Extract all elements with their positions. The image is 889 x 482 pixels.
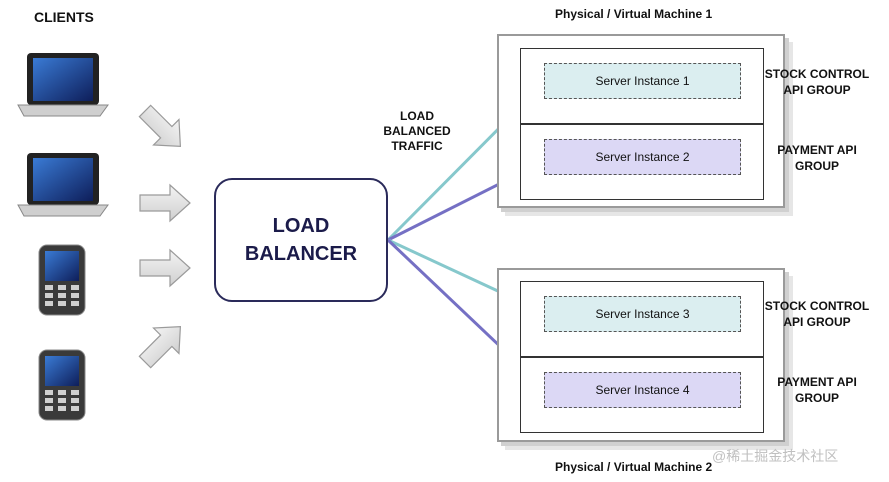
machine-2-title: Physical / Virtual Machine 2 <box>555 460 713 474</box>
gray-arrow-icon <box>139 183 191 223</box>
mobile-phone-icon <box>38 244 86 316</box>
group-label-stock-control-1: STOCK CONTROL API GROUP <box>764 67 870 97</box>
watermark-text: @稀土掘金技术社区 <box>712 448 839 464</box>
group-label-payment-2: PAYMENT API GROUP <box>777 375 857 405</box>
group-label-stock-control-2: STOCK CONTROL API GROUP <box>764 299 870 329</box>
machine-1-title: Physical / Virtual Machine 1 <box>555 7 713 21</box>
laptop-icon <box>17 53 109 117</box>
mobile-phone-icon <box>38 349 86 421</box>
gray-arrow-icon <box>139 248 191 288</box>
gray-arrow-icon <box>138 104 182 148</box>
load-balancer-label: LOAD BALANCER <box>244 215 358 265</box>
laptop-icon <box>17 153 109 217</box>
server-instance-3: Server Instance 3 <box>544 296 741 332</box>
server-instance-4: Server Instance 4 <box>544 372 741 408</box>
server-instance-1: Server Instance 1 <box>544 63 741 99</box>
gray-arrow-icon <box>138 325 182 369</box>
load-balanced-traffic-label: LOAD BALANCED TRAFFIC <box>383 109 451 153</box>
server-instance-2: Server Instance 2 <box>544 139 741 175</box>
load-balancer-box: LOAD BALANCER <box>214 178 388 302</box>
clients-title: CLIENTS <box>34 9 94 25</box>
group-label-payment-1: PAYMENT API GROUP <box>777 143 857 173</box>
